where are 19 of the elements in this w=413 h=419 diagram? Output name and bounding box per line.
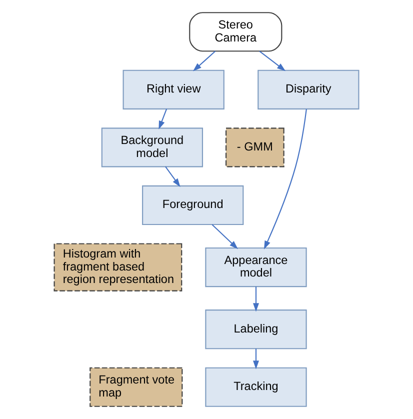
node-box: Right view — [122, 70, 224, 110]
node-box: Stereo Camera — [189, 12, 282, 52]
arrow — [253, 286, 259, 312]
node-box: Tracking — [205, 367, 307, 407]
arrow — [212, 224, 238, 250]
arrow — [192, 50, 216, 72]
node-box: Background model — [101, 128, 204, 168]
node-box: Appearance model — [205, 248, 307, 288]
node-box: Labeling — [205, 310, 307, 350]
node-box: - GMM — [226, 128, 284, 168]
node-box: Histogram with fragment based region representation — [54, 243, 182, 292]
arrow — [165, 166, 180, 187]
node-box: Foreground — [142, 185, 244, 226]
arrow — [253, 348, 259, 370]
node-box: Disparity — [258, 70, 360, 110]
arrow — [259, 50, 286, 72]
node-box: Fragment vote map — [90, 367, 183, 407]
arrow — [158, 108, 168, 130]
arrow — [264, 109, 307, 250]
